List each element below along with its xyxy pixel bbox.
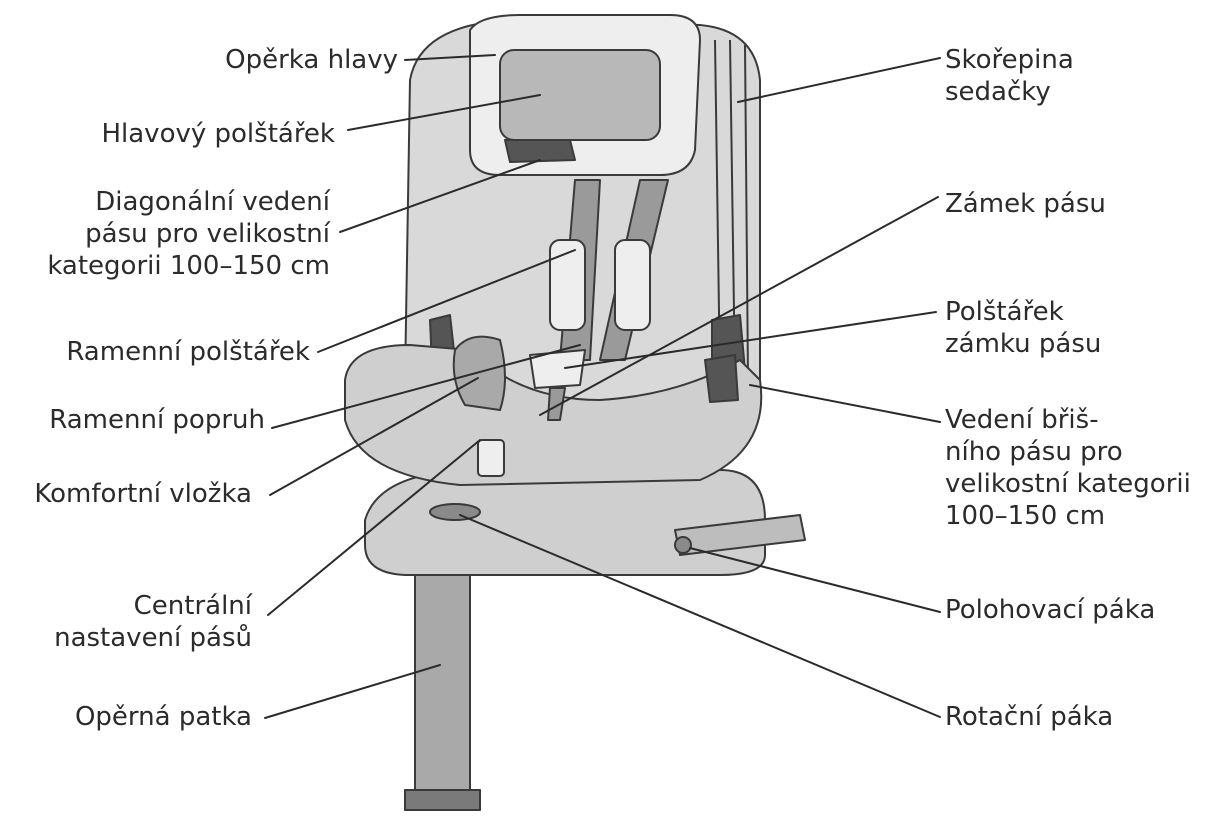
label-rotation-lever-line-1: Rotační páka: [945, 702, 1114, 732]
rotation-lever-shape: [429, 503, 481, 521]
leader-buckle: [539, 196, 939, 416]
label-diagonal-guide: Diagonální vedení pásu pro velikostní ka…: [47, 186, 330, 282]
label-support-leg: Opěrná patka: [75, 701, 252, 733]
label-headrest-line-1: Opěrka hlavy: [225, 45, 398, 75]
label-buckle: Zámek pásu: [945, 188, 1106, 220]
label-buckle-line-1: Zámek pásu: [945, 189, 1106, 219]
leader-shoulder-strap: [271, 344, 581, 429]
label-buckle-pad: Polštářek zámku pásu: [945, 296, 1101, 360]
support-leg-foot: [404, 789, 481, 811]
label-diagonal-guide-line-2: pásu pro velikostní: [85, 219, 330, 249]
label-central-adjust: Centrální nastavení pásů: [54, 590, 252, 654]
label-central-adjust-line-1: Centrální: [133, 591, 252, 621]
leader-rotation-lever: [459, 514, 941, 718]
label-comfort-insert-line-1: Komfortní vložka: [34, 479, 252, 509]
leader-recline-lever: [689, 547, 941, 613]
label-support-leg-line-1: Opěrná patka: [74, 702, 252, 732]
label-comfort-insert: Komfortní vložka: [34, 478, 252, 510]
right-shoulder-pad-shape: [614, 239, 651, 331]
label-lap-guide-line-2: ního pásu pro: [945, 437, 1123, 467]
leader-support-leg: [264, 664, 441, 719]
diagonal-guide-shape: [504, 139, 576, 163]
left-shoulder-pad-shape: [549, 239, 586, 331]
label-head-cushion: Hlavový polštářek: [101, 118, 335, 150]
central-adjuster-shape: [477, 439, 505, 477]
label-diagonal-guide-line-3: kategorii 100–150 cm: [47, 251, 330, 281]
leader-shoulder-pad: [317, 249, 576, 353]
label-lap-guide: Vedení břiš- ního pásu pro velikostní ka…: [945, 404, 1191, 532]
label-head-cushion-line-1: Hlavový polštářek: [101, 119, 335, 149]
label-seat-shell: Skořepina sedačky: [945, 44, 1074, 108]
label-central-adjust-line-2: nastavení pásů: [54, 623, 252, 653]
leader-buckle-pad: [564, 311, 937, 369]
leader-lines: [264, 54, 941, 719]
buckle-shape: [529, 349, 586, 389]
label-lap-guide-line-4: 100–150 cm: [945, 501, 1106, 531]
label-seat-shell-line-2: sedačky: [945, 77, 1051, 107]
leader-headrest: [404, 54, 496, 61]
label-headrest: Opěrka hlavy: [225, 44, 398, 76]
leader-diagonal-guide: [339, 159, 541, 233]
leader-head-cushion: [347, 94, 541, 131]
leader-seat-shell: [737, 57, 941, 103]
label-buckle-pad-line-1: Polštářek: [945, 297, 1064, 327]
label-diagonal-guide-line-1: Diagonální vedení: [95, 187, 330, 217]
label-recline-lever-line-1: Polohovací páka: [945, 595, 1156, 625]
leader-central-adjust: [267, 439, 481, 616]
comfort-insert-shape: [452, 335, 506, 411]
car-seat: [344, 14, 806, 811]
label-shoulder-pad-line-1: Ramenní polštářek: [66, 337, 310, 367]
label-rotation-lever: Rotační páka: [945, 701, 1113, 733]
label-lap-guide-line-1: Vedení břiš-: [945, 405, 1099, 435]
label-lap-guide-line-3: velikostní kategorii: [945, 469, 1191, 499]
label-shoulder-strap-line-1: Ramenní popruh: [49, 405, 265, 435]
leader-comfort-insert: [269, 377, 479, 496]
leader-lap-guide: [749, 384, 941, 423]
recline-lever-shape: [674, 536, 692, 554]
label-shoulder-strap: Ramenní popruh: [49, 404, 265, 436]
label-shoulder-pad: Ramenní polštářek: [66, 336, 310, 368]
label-buckle-pad-line-2: zámku pásu: [945, 329, 1102, 359]
lap-guide-shape: [704, 354, 739, 403]
label-seat-shell-line-1: Skořepina: [945, 45, 1074, 75]
label-recline-lever: Polohovací páka: [945, 594, 1155, 626]
head-cushion-shape: [499, 49, 661, 141]
